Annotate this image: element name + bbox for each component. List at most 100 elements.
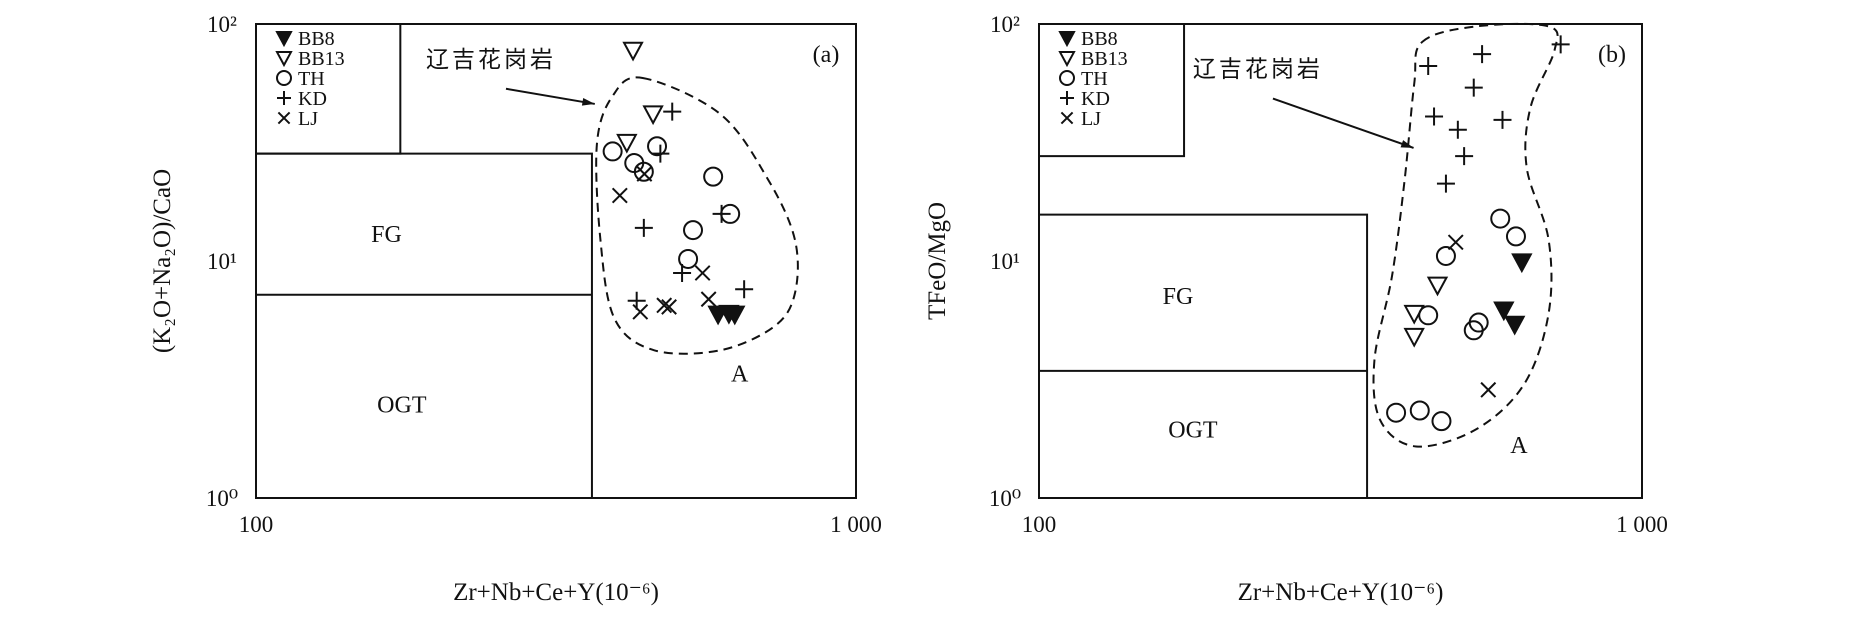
- point-th: [1468, 312, 1489, 333]
- arrow-head-icon: [581, 98, 595, 106]
- legend-marker-th: [276, 70, 292, 86]
- x-tick-label: 100: [1022, 512, 1057, 537]
- point-bb13: [1426, 276, 1449, 297]
- point-kd: [634, 218, 653, 237]
- point-kd: [673, 263, 692, 282]
- y-tick-label: 10⁰: [206, 486, 238, 511]
- point-kd: [712, 204, 731, 223]
- region-label-ogt: OGT: [377, 392, 427, 418]
- point-lj: [1447, 234, 1464, 251]
- plot-frame: [1038, 23, 1643, 499]
- region-label-a: A: [1510, 433, 1528, 459]
- legend-marker-bb8: [275, 31, 293, 48]
- point-kd: [1473, 45, 1492, 64]
- point-th: [703, 166, 724, 187]
- panel-label: (b): [1598, 42, 1626, 68]
- legend-marker-lj: [1060, 111, 1074, 125]
- series-th: [602, 136, 741, 269]
- legend-marker-lj: [277, 111, 291, 125]
- legend-marker-bb13: [1058, 51, 1076, 68]
- legend-label: LJ: [298, 108, 318, 130]
- point-lj: [1480, 381, 1497, 398]
- legend-label: KD: [298, 88, 327, 110]
- arrow-head-icon: [1400, 140, 1414, 148]
- point-bb13: [642, 105, 664, 126]
- annotation-arrow: [505, 87, 595, 105]
- point-th: [1431, 411, 1452, 432]
- point-lj: [636, 166, 653, 182]
- legend-marker-bb8: [1058, 31, 1076, 48]
- series-kd: [627, 102, 754, 310]
- y-axis-label: TFeO/MgO: [924, 202, 951, 320]
- x-tick-label: 1 000: [830, 512, 882, 537]
- series-lj: [1447, 234, 1497, 398]
- x-tick-label: 100: [239, 512, 274, 537]
- y-tick-label: 10¹: [990, 249, 1020, 274]
- legend-box: [1039, 24, 1186, 158]
- x-axis-label: Zr+Nb+Ce+Y(10⁻⁶): [1238, 579, 1444, 606]
- series-bb13: [1403, 276, 1449, 348]
- annotation-label: 辽吉花岗岩: [1193, 57, 1323, 82]
- legend-box: [256, 24, 402, 155]
- panel-b: FG OGT A (b) 100 1 000 10⁰ 10¹ 10² Zr+Nb+Ce+Y(10⁻…: [924, 12, 1668, 606]
- liaoji-granite-envelope: [595, 76, 799, 355]
- point-th: [1490, 208, 1511, 229]
- legend-marker-bb13: [275, 51, 293, 68]
- point-kd: [651, 144, 670, 163]
- point-th: [683, 220, 704, 241]
- point-bb8: [1504, 315, 1526, 336]
- point-th: [1418, 305, 1439, 326]
- point-th: [1386, 402, 1407, 423]
- legend-label: TH: [1081, 68, 1108, 90]
- point-kd: [1448, 120, 1467, 139]
- fg-a-boundary: [1039, 213, 1369, 498]
- region-label-fg: FG: [1163, 284, 1194, 310]
- point-kd: [735, 280, 754, 299]
- x-axis-label: Zr+Nb+Ce+Y(10⁻⁶): [453, 579, 659, 606]
- legend-label: KD: [1081, 88, 1110, 110]
- series-bb13: [616, 41, 664, 154]
- point-th: [602, 141, 623, 162]
- region-label-fg: FG: [371, 222, 402, 248]
- point-bb13: [616, 133, 638, 154]
- y-axis-label: (K₂O+Na₂O)/CaO: [149, 169, 176, 353]
- series-kd: [1419, 35, 1570, 193]
- point-lj: [661, 299, 677, 315]
- point-kd: [1464, 78, 1483, 97]
- region-label-a: A: [731, 362, 749, 388]
- point-bb13: [622, 41, 644, 62]
- panel-label: (a): [813, 42, 840, 68]
- point-th: [678, 248, 699, 269]
- point-kd: [1551, 35, 1570, 54]
- point-kd: [1455, 147, 1474, 166]
- point-kd: [1419, 56, 1438, 75]
- plot-frame: [255, 23, 857, 499]
- point-bb13: [1403, 327, 1425, 348]
- legend-label: BB8: [1081, 28, 1118, 50]
- x-tick-label: 1 000: [1616, 512, 1668, 537]
- point-th: [1435, 245, 1456, 266]
- legend-label: BB13: [298, 48, 345, 70]
- point-bb8: [1493, 301, 1515, 322]
- legend-marker-kd: [277, 91, 291, 105]
- point-bb8: [724, 305, 746, 326]
- point-bb8: [1511, 253, 1533, 274]
- point-th: [647, 136, 668, 157]
- point-kd: [663, 102, 682, 121]
- legend-marker-th: [1059, 70, 1075, 86]
- y-tick-label: 10⁰: [989, 486, 1021, 511]
- point-kd: [627, 291, 646, 310]
- annotation-label: 辽吉花岗岩: [426, 47, 556, 72]
- point-kd: [1436, 174, 1455, 193]
- series-lj: [611, 166, 717, 320]
- point-th: [1505, 226, 1526, 247]
- series-bb8: [707, 304, 746, 326]
- legend-marker-kd: [1060, 91, 1074, 105]
- region-label-ogt: OGT: [1168, 418, 1218, 444]
- point-lj: [694, 265, 711, 281]
- y-tick-label: 10²: [990, 12, 1020, 37]
- point-lj: [611, 187, 628, 204]
- point-th: [1409, 400, 1430, 421]
